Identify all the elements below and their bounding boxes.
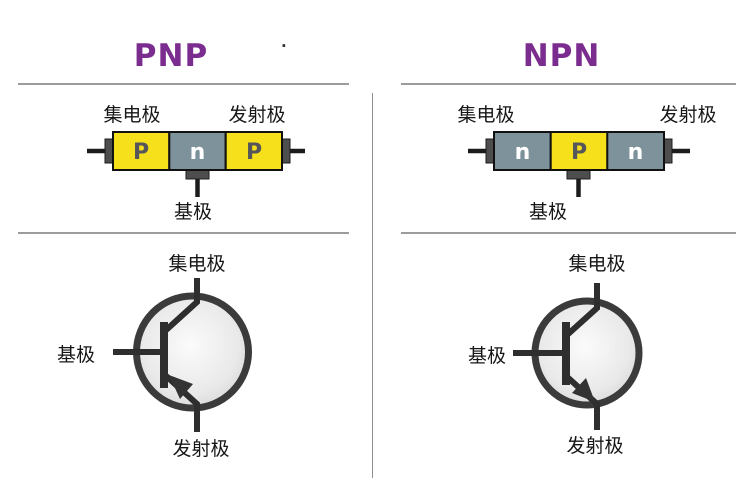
npn-letter-1: n: [515, 140, 531, 165]
npn-block-collector-label: 集电极: [457, 104, 514, 126]
pnp-segment-p2: [224, 131, 283, 171]
npn-symbol-base-bar: [562, 322, 570, 385]
npn-block-diagram: 集电极 发射极 n P n 基极: [457, 104, 716, 223]
npn-emitter-arrow-icon: [572, 378, 595, 402]
pnp-block-diagram: 集电极 发射极 P n P 基极: [87, 104, 305, 223]
pnp-symbol-base-label: 基极: [57, 344, 95, 366]
pnp-panel: PNP 集电极 发射极 P n P 基极: [0, 0, 372, 478]
pnp-letter-2: n: [190, 140, 206, 165]
npn-symbol-diagram: 集电极 基极 发射极: [468, 253, 643, 457]
pnp-block-base-label: 基极: [174, 201, 212, 223]
pnp-emitter-arrow-icon: [169, 375, 193, 399]
pnp-block-emitter-label: 发射极: [228, 104, 285, 126]
pnp-symbol-diagram: 集电极 基极 发射极: [57, 253, 252, 460]
npn-symbol-collector-label: 集电极: [568, 253, 625, 275]
npn-symbol-emitter-lead: [562, 372, 600, 430]
column-divider: [372, 93, 373, 478]
pnp-title-rule: [18, 83, 349, 85]
pnp-letter-1: P: [133, 140, 149, 165]
npn-letter-2: P: [571, 140, 587, 165]
npn-symbol-collector-lead: [564, 283, 600, 338]
npn-segment-p: [549, 131, 609, 171]
pnp-segment-n: [168, 131, 227, 171]
npn-segment-n2: [606, 131, 666, 171]
pnp-symbol-collector-lead: [162, 278, 200, 334]
npn-block-base-label: 基极: [529, 201, 567, 223]
npn-symbol-base-label: 基极: [468, 345, 506, 367]
npn-block-emitter-label: 发射极: [659, 104, 716, 126]
npn-letter-3: n: [628, 140, 644, 165]
npn-title: NPN: [522, 38, 601, 74]
pnp-block-collector-label: 集电极: [103, 104, 160, 126]
stray-dot: .: [281, 33, 287, 51]
pnp-symbol-emitter-label: 发射极: [172, 438, 229, 460]
pnp-symbol-base-bar: [160, 322, 168, 388]
pnp-letter-3: P: [246, 140, 262, 165]
pnp-symbol-collector-label: 集电极: [168, 253, 225, 275]
pnp-title: PNP: [133, 38, 209, 74]
npn-section-rule: [401, 232, 736, 234]
npn-panel: NPN 集电极 发射极 n P n 基极: [373, 0, 750, 478]
pnp-section-rule: [18, 232, 349, 234]
npn-title-rule: [401, 83, 736, 85]
npn-symbol-emitter-label: 发射极: [566, 435, 623, 457]
